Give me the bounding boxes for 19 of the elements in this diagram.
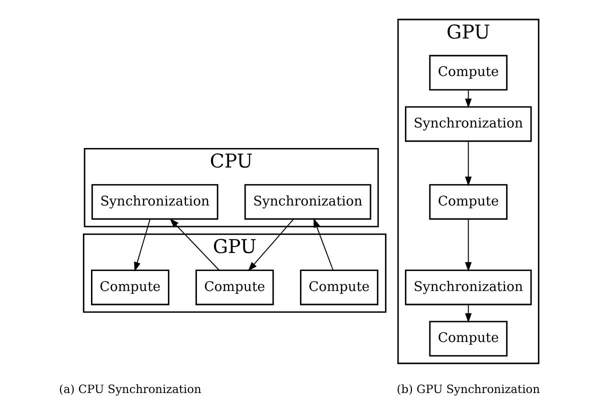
label: (a) CPU Synchronization: [58, 382, 201, 396]
arrow: [464, 218, 472, 272]
arrow: [313, 218, 334, 271]
arrow: [169, 218, 220, 271]
arrow: [464, 89, 472, 108]
arrow: [464, 140, 472, 186]
node-box: Synchronization: [404, 270, 532, 306]
node-box: Synchronization: [404, 106, 532, 142]
node-box: Synchronization: [90, 184, 218, 220]
node-box: Compute: [428, 320, 508, 356]
node-box: Compute: [428, 54, 508, 91]
node-box: Compute: [428, 184, 508, 220]
arrow: [464, 304, 472, 323]
arrow: [134, 218, 150, 272]
node-box: Compute: [90, 270, 169, 306]
node-box: Compute: [299, 270, 378, 306]
node-box: Compute: [194, 270, 274, 306]
node-box: Synchronization: [244, 184, 371, 220]
label: (b) GPU Synchronization: [396, 382, 540, 396]
